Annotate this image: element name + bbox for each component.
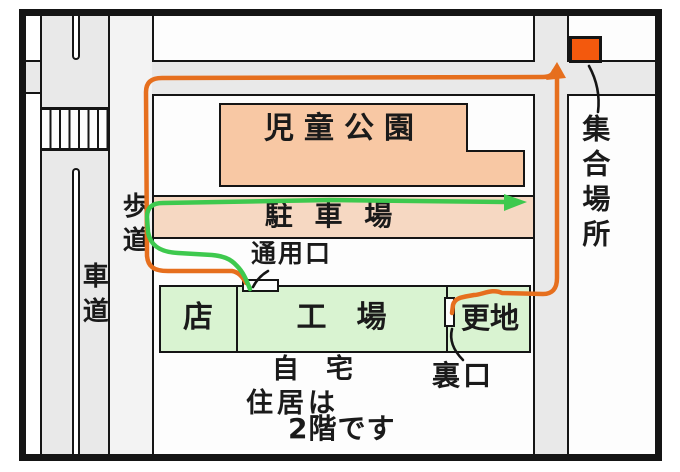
map-frame (19, 9, 662, 461)
residence-note-line2: 2階です (288, 412, 396, 445)
crosswalk (42, 107, 108, 151)
shop-label: 店 (183, 300, 213, 336)
block-north (152, 16, 535, 62)
road-center-line-upper (72, 16, 80, 60)
sidewalk-label: 歩道 (118, 192, 149, 260)
parking-lot-label: 駐 車 場 (264, 199, 399, 233)
factory-building (159, 285, 531, 353)
park-label: 児童公園 (264, 111, 424, 147)
block-east (567, 94, 655, 454)
meeting-place-label: 集合場所 (578, 114, 612, 254)
meeting-point-marker (569, 36, 602, 63)
children-park-area-extension (219, 152, 525, 187)
residence-note-line1: 住居は (246, 388, 339, 419)
park-step-edge (466, 150, 525, 152)
shop-factory-divider (236, 287, 238, 351)
factory-label: 工 場 (296, 300, 387, 336)
road-center-line-lower (72, 168, 80, 454)
vacant-lot-label: 更地 (460, 300, 519, 335)
right-road (535, 16, 567, 454)
home-label: 自 宅 (272, 354, 353, 385)
back-door-label: 裏口 (432, 359, 495, 392)
service-entrance-label: 通用口 (251, 239, 333, 268)
roadway-label: 車道 (78, 262, 109, 332)
street-edge-tick-bottom (26, 92, 41, 94)
street-edge-tick-top (26, 60, 41, 62)
